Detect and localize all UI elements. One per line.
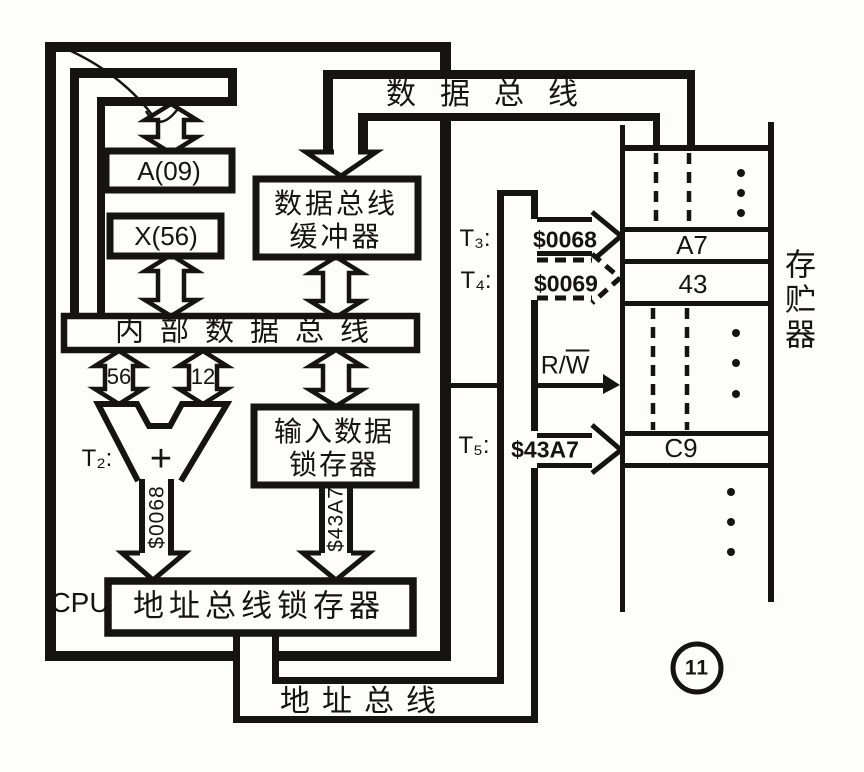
rw-label-prefix: R/ (540, 351, 566, 380)
input-data-latch-box (250, 403, 420, 489)
arrow-x-to-internal-bus (137, 252, 205, 319)
internal-data-bus-label: 内部数据总线 (114, 315, 386, 348)
register-a-box (102, 147, 236, 194)
t5-label: T₅: (458, 432, 490, 459)
rw-label-w-overline: W (565, 351, 590, 380)
memory-bus-dashed-lines (650, 153, 692, 430)
input-latch-label-line2: 锁存器 (288, 449, 380, 480)
register-bus-channel (70, 68, 237, 318)
input-latch-label-line1: 输入数据 (273, 416, 395, 447)
address-bus-latch-box (104, 577, 417, 637)
register-x-value: X(56) (134, 221, 198, 251)
arrow-channel-to-a (137, 101, 205, 156)
data-bus-buffer-label-line1: 数据总线 (273, 188, 399, 219)
arrow-buffer-to-internal-bus (302, 254, 370, 320)
address-bus-label: 地址总线 (280, 685, 448, 718)
annotation-leader-line (56, 43, 178, 123)
memory-cell-43: 43 (678, 269, 708, 299)
figure-number: 11 (684, 656, 710, 680)
t4-address: $0069 (534, 270, 598, 297)
address-latch-label: 地址总线锁存器 (133, 588, 385, 624)
data-bus-lines (323, 70, 695, 153)
internal-double-arrows (137, 101, 370, 320)
t5-address: $43A7 (511, 436, 579, 463)
register-x-box (106, 212, 225, 260)
alu-input-56: 56 (106, 364, 132, 389)
address-bus-lines (233, 190, 538, 723)
memory-cell-c9: C9 (664, 433, 698, 463)
cpu-boxes (60, 147, 422, 354)
memory-ellipsis-dots (727, 169, 745, 556)
arrow-bus-to-input-latch (302, 347, 370, 409)
t3-address-arrow (537, 210, 625, 263)
cpu-label: CPU (50, 587, 110, 618)
memory-block (620, 122, 774, 612)
t4-label: T₄: (460, 267, 492, 294)
t3-label: T₃: (459, 225, 491, 252)
t4-address-arrow-dashed (537, 252, 624, 305)
data-bus-to-buffer-arrowhead (297, 149, 385, 180)
alu-input-arrows (87, 347, 370, 409)
t3-address: $0068 (533, 226, 597, 253)
memory-label: 存贮器 (780, 248, 815, 353)
data-bus-buffer-box (252, 175, 422, 261)
internal-data-bus-bar (60, 312, 421, 354)
rw-control-line (448, 374, 620, 394)
t2-label: T₂: (81, 445, 113, 472)
alu-plus-sign: + (149, 438, 173, 480)
memory-cell-a7: A7 (676, 230, 708, 260)
rw-label: R/W (540, 351, 590, 380)
alu-output-address: $0068 (145, 485, 169, 549)
input-latch-output-address: $43A7 (324, 486, 348, 552)
register-a-value: A(09) (137, 156, 201, 186)
figure-number-circle (670, 641, 724, 695)
alu-input-12: 12 (190, 364, 216, 389)
alu-funnel (93, 401, 233, 483)
data-bus-label: 数据总线 (386, 78, 602, 111)
cpu-outer-box (45, 42, 451, 661)
data-bus-buffer-label-line2: 缓冲器 (289, 221, 383, 252)
t5-address-arrow (537, 423, 625, 475)
